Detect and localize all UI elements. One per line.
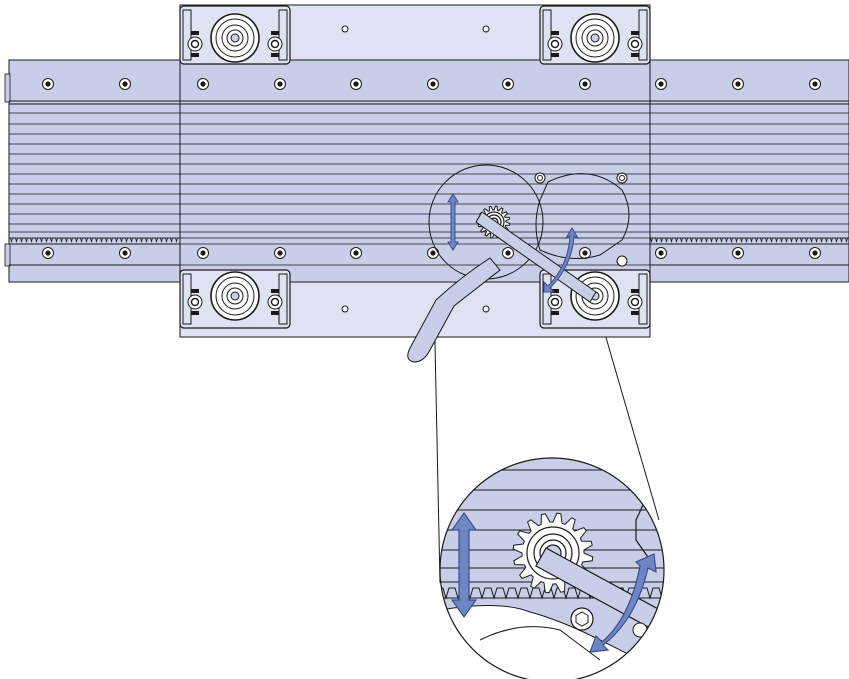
rail-bolt-icon	[274, 247, 286, 259]
roller-bearing-icon	[179, 5, 291, 65]
rail-bolt-icon	[809, 247, 821, 259]
rail-bolt-icon	[350, 247, 362, 259]
pinion-adjustment-area	[407, 164, 630, 363]
rail-bolt-icon	[655, 78, 667, 90]
roller-bearing-units	[179, 5, 651, 329]
rail-bolt-icon	[502, 247, 514, 259]
double-arrow-vertical-icon	[447, 193, 459, 251]
plate-hole	[341, 25, 490, 313]
rail-bolt-icon	[732, 247, 744, 259]
rail-bolt-icon	[350, 78, 362, 90]
double-arrow-vertical-icon	[450, 511, 478, 619]
curved-double-arrow-icon	[589, 553, 657, 653]
rail-bolt-icon	[274, 78, 286, 90]
rail-bolt-icon	[42, 247, 54, 259]
rail-bolt-icon	[655, 247, 667, 259]
rail-bolt-icon	[197, 78, 209, 90]
wrench-icon	[407, 211, 597, 363]
rail-bolt-icon	[579, 78, 591, 90]
rail-bolt-icon	[119, 78, 131, 90]
rail-bolt-icon	[427, 78, 439, 90]
rail-bolts	[42, 78, 821, 259]
roller-bearing-icon	[179, 269, 291, 329]
rail-bolt-icon	[502, 78, 514, 90]
rail-bolt-icon	[809, 78, 821, 90]
curved-double-arrow-icon	[543, 227, 580, 293]
rail-bolt-icon	[427, 247, 439, 259]
magnified-detail	[439, 457, 665, 679]
rail-bolt-icon	[42, 78, 54, 90]
roller-bearing-icon	[539, 5, 651, 65]
rail-bolt-icon	[732, 78, 744, 90]
eccentric-housing	[535, 173, 630, 260]
rail-bolt-icon	[119, 247, 131, 259]
rail-bolt-icon	[579, 247, 591, 259]
rail-bolt-icon	[197, 247, 209, 259]
